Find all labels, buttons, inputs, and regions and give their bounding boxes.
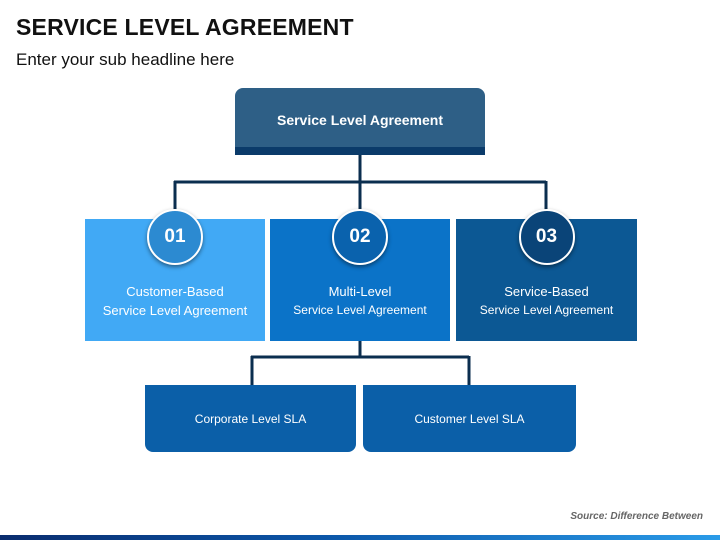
leaf-node-corporate-level: Corporate Level SLA	[145, 385, 356, 452]
root-node: Service Level Agreement	[235, 88, 485, 155]
card-subtitle: Service Level Agreement	[102, 303, 248, 318]
type-card-service-based: 03 Service-Based Service Level Agreement	[456, 209, 637, 341]
number-badge: 01	[147, 209, 203, 265]
number-badge: 02	[332, 209, 388, 265]
number-badge: 03	[518, 209, 575, 265]
source-credit: Source: Difference Between	[570, 511, 703, 522]
card-title: Service-Based	[504, 284, 589, 299]
card-title: Multi-Level	[328, 284, 392, 299]
type-card-customer-based: 01 Customer-Based Service Level Agreemen…	[85, 209, 265, 341]
card-title: Customer-Based	[126, 284, 224, 299]
card-subtitle: Service Level Agreement	[293, 303, 427, 317]
page-title: SERVICE LEVEL AGREEMENT	[16, 14, 354, 40]
leaf-node-customer-level: Customer Level SLA	[363, 385, 576, 452]
leaf-node-label: Corporate Level SLA	[194, 411, 307, 426]
card-subtitle: Service Level Agreement	[479, 303, 614, 317]
root-node-label: Service Level Agreement	[276, 111, 443, 128]
page-subtitle: Enter your sub headline here	[16, 50, 235, 69]
type-card-multi-level: 02 Multi-Level Service Level Agreement	[270, 209, 450, 341]
leaf-node-label: Customer Level SLA	[414, 411, 525, 426]
bottom-accent-bar	[0, 535, 720, 540]
